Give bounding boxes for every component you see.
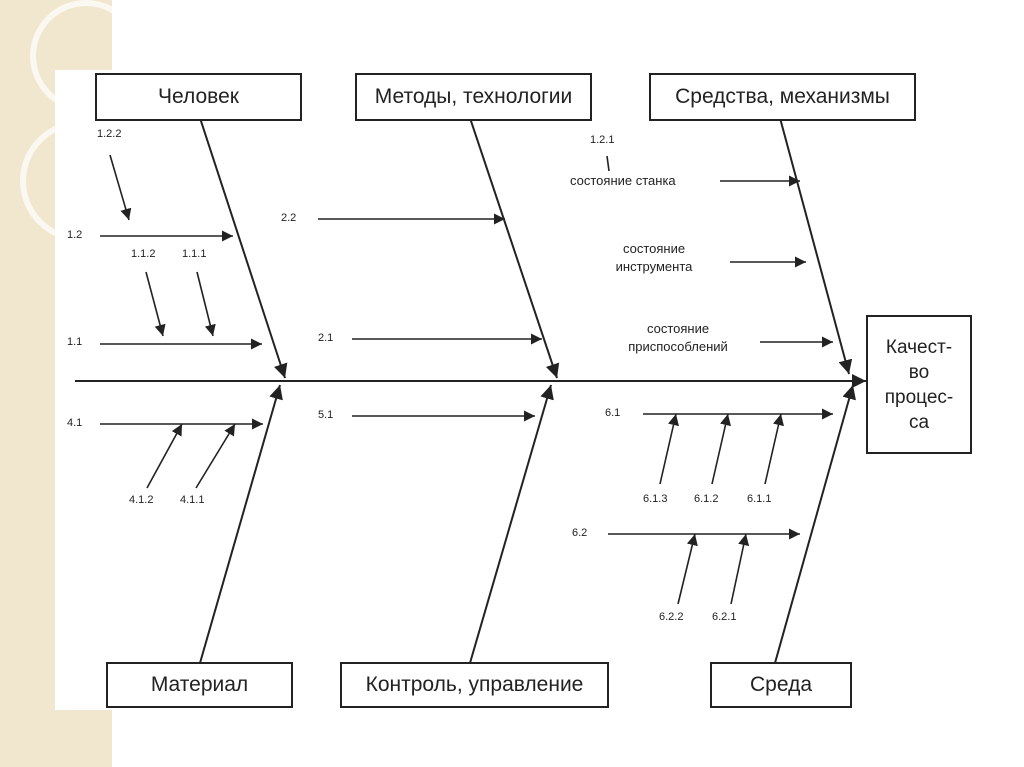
bone-material bbox=[199, 384, 283, 664]
label-2-2: 2.2 bbox=[281, 212, 297, 224]
arrow-1-2-1 bbox=[606, 155, 610, 172]
arrow-6-2-2 bbox=[677, 533, 698, 605]
label-4-1-2: 4.1.2 bbox=[129, 494, 154, 506]
bone-person bbox=[199, 117, 288, 379]
label-6-2-2: 6.2.2 bbox=[659, 611, 684, 623]
diagram-panel bbox=[55, 70, 985, 710]
arrow-4-1-2 bbox=[146, 423, 183, 489]
label-6-1-3: 6.1.3 bbox=[643, 493, 668, 505]
result-line: во bbox=[908, 361, 930, 383]
arrow-1-2-2 bbox=[109, 154, 132, 221]
category-tools-box: Средства, механизмы bbox=[649, 73, 916, 121]
label-6-2: 6.2 bbox=[572, 527, 588, 539]
label-2-1: 2.1 bbox=[318, 332, 334, 344]
label-6-2-1: 6.2.1 bbox=[712, 611, 737, 623]
text-fixture-state: состояние приспособлений bbox=[603, 320, 753, 356]
label-6-1-2: 6.1.2 bbox=[694, 493, 719, 505]
arrow-1-1-1 bbox=[196, 271, 216, 337]
result-line: са bbox=[908, 411, 930, 433]
bone-methods bbox=[469, 117, 560, 379]
text-fixture-state-line: приспособлений bbox=[628, 339, 728, 354]
label-1-1-1: 1.1.1 bbox=[182, 248, 207, 260]
result-line: процес- bbox=[884, 386, 954, 408]
label-1-1-2: 1.1.2 bbox=[131, 248, 156, 260]
result-line: Качест- bbox=[885, 336, 953, 358]
category-environment-box: Среда bbox=[710, 662, 852, 708]
label-6-1-1: 6.1.1 bbox=[747, 493, 772, 505]
text-machine-state: состояние станка bbox=[570, 173, 676, 188]
label-1-2-1: 1.2.1 bbox=[590, 134, 615, 146]
arrow-6-1-2 bbox=[711, 413, 731, 485]
arrow-6-1-3 bbox=[659, 413, 679, 485]
label-1-2-2: 1.2.2 bbox=[97, 128, 122, 140]
category-methods-box: Методы, технологии bbox=[355, 73, 592, 121]
arrow-6-1-1 bbox=[764, 413, 784, 485]
label-4-1: 4.1 bbox=[67, 417, 83, 429]
text-tool-state-line: инструмента bbox=[615, 259, 693, 274]
label-1-1: 1.1 bbox=[67, 336, 83, 348]
text-tool-state-line: состояние bbox=[622, 241, 686, 256]
text-tool-state: состояние инструмента bbox=[598, 240, 710, 276]
text-fixture-state-line: состояние bbox=[646, 321, 710, 336]
category-person-box: Человек bbox=[95, 73, 302, 121]
label-4-1-1: 4.1.1 bbox=[180, 494, 205, 506]
label-6-1: 6.1 bbox=[605, 407, 621, 419]
label-5-1: 5.1 bbox=[318, 409, 334, 421]
label-1-2: 1.2 bbox=[67, 229, 83, 241]
arrow-1-1-2 bbox=[145, 271, 166, 337]
bone-control bbox=[469, 384, 554, 664]
bone-environment bbox=[774, 384, 856, 664]
category-control-box: Контроль, управление bbox=[340, 662, 609, 708]
arrow-6-2-1 bbox=[730, 533, 750, 605]
bone-tools bbox=[779, 117, 853, 375]
result-box: Качест- во процес- са bbox=[866, 315, 972, 454]
arrow-4-1-1 bbox=[195, 423, 236, 489]
category-material-box: Материал bbox=[106, 662, 293, 708]
